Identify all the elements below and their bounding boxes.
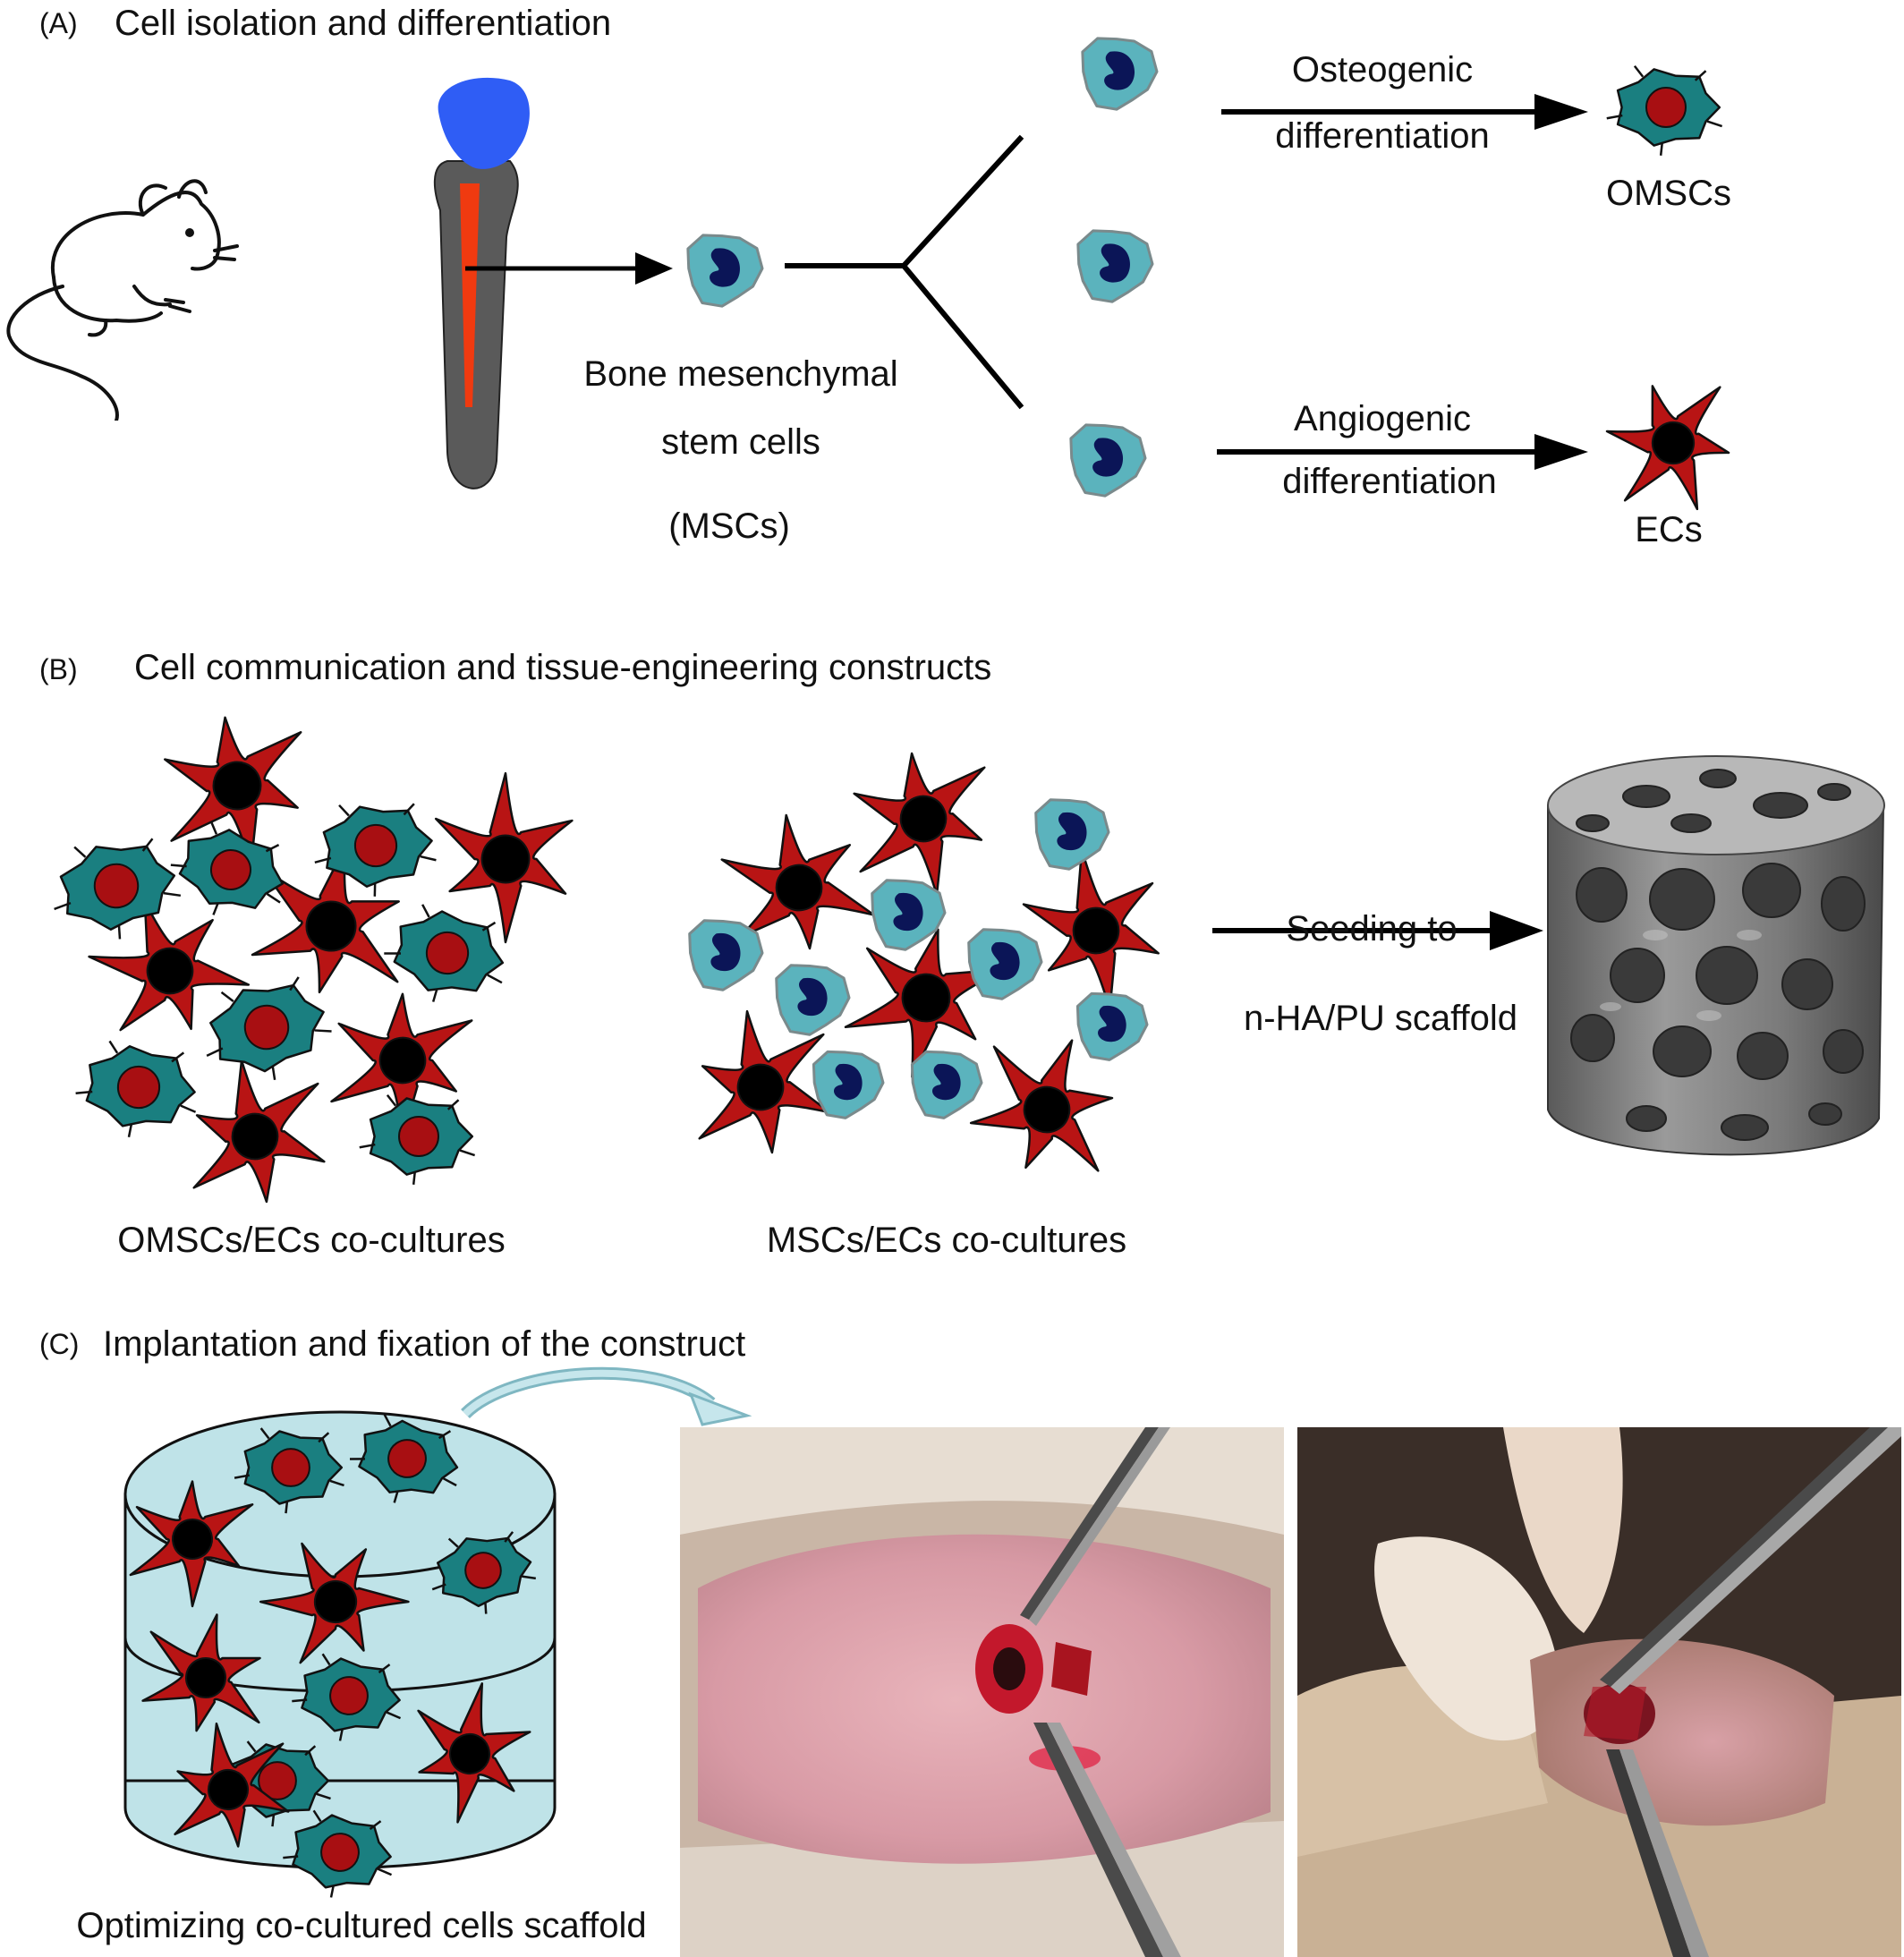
branch-lines [785,134,1024,410]
ec-cell-icon [259,1542,410,1664]
ec-cell-icon [174,1722,290,1848]
msc-cell-icon [967,928,1043,1000]
msc-label-line1: Bone mesenchymal [583,354,898,394]
coculture-msc-label: MSCs/ECs co-cultures [766,1221,1127,1260]
msc-cell-icon [1034,798,1110,871]
omsc-cell-icon [170,821,285,915]
omsc-cell-icon [1606,64,1723,156]
msc-cell-icon [775,964,851,1036]
ec-cell-icon [1022,848,1160,1011]
ec-cell-icon [192,1059,326,1204]
panel-b-letter: (B) [39,653,78,685]
omscs-label: OMSCs [1606,174,1731,213]
msc-label-line3: (MSCs) [668,506,790,546]
ec-cell-icon [969,1039,1114,1172]
angio-label-line1: Angiogenic [1294,399,1471,438]
porous-scaffold-icon [1547,755,1885,1156]
msc-cell-icon [871,879,947,951]
panel-b-title: Cell communication and tissue-engineerin… [134,648,992,687]
msc-cell-icon [1075,991,1149,1061]
msc-cell-icon [686,234,764,308]
ec-cell-icon [698,1009,831,1154]
arrow-isolation [465,252,673,285]
osteo-label-line2: differentiation [1275,116,1490,156]
angio-label-line2: differentiation [1282,462,1497,501]
omsc-cell-icon [54,838,182,940]
femur-head [438,77,530,169]
mouse-drawing-icon [6,179,239,421]
panel-a-title: Cell isolation and differentiation [115,4,612,43]
ec-cell-icon [129,1480,254,1608]
omsc-cell-icon [292,1653,402,1741]
arrow-osteogenic [1221,94,1588,130]
panel-a-letter: (A) [39,7,78,39]
omsc-cell-icon [283,1809,393,1898]
arrow-angiogenic [1217,434,1588,470]
ec-cell-icon [434,771,574,944]
omsc-cell-icon [206,976,332,1081]
arrow-seeding [1212,911,1543,950]
omsc-cell-icon [75,1040,197,1137]
ecs-label: ECs [1635,510,1703,549]
msc-cell-icon [1081,37,1159,111]
surgery-photo-fixation [1297,1427,1901,1957]
femur-marrow [460,183,480,407]
omsc-cell-icon [384,904,505,1002]
ec-cell-icon [251,846,400,994]
ec-cell-icon [330,992,473,1139]
msc-label-line2: stem cells [661,422,820,462]
seeding-label-line1: Seeding to [1286,909,1458,949]
omsc-cell-icon [350,1414,459,1503]
coculture-omsc-label: OMSCs/ECs co-cultures [117,1221,506,1260]
seeding-label-line2: n-HA/PU scaffold [1243,999,1518,1038]
osteo-label-line1: Osteogenic [1291,50,1474,89]
omsc-cell-icon [234,1427,344,1514]
scaffold-caption: Optimizing co-cultured cells scaffold [76,1906,647,1945]
panel-c-letter: (C) [39,1328,80,1360]
panel-c-title: Implantation and fixation of the constru… [103,1324,746,1364]
femur-shaft [433,160,519,489]
msc-cell-icon [910,1050,983,1119]
ec-cell-icon [417,1682,531,1824]
ec-cell-icon [141,1613,261,1732]
omsc-cell-icon [359,1093,476,1185]
ec-cell-icon [1605,385,1730,511]
femur-icon [433,77,530,489]
curved-arrow-icon [461,1366,752,1426]
msc-cell-icon [1069,423,1147,498]
msc-cell-icon [1076,229,1154,303]
omsc-cell-icon [314,803,437,897]
omsc-cell-icon [431,1531,536,1614]
msc-cell-icon [688,919,764,991]
msc-cell-icon [812,1050,885,1119]
surgery-photo-implantation [680,1427,1284,1957]
ec-cell-icon [853,752,986,897]
